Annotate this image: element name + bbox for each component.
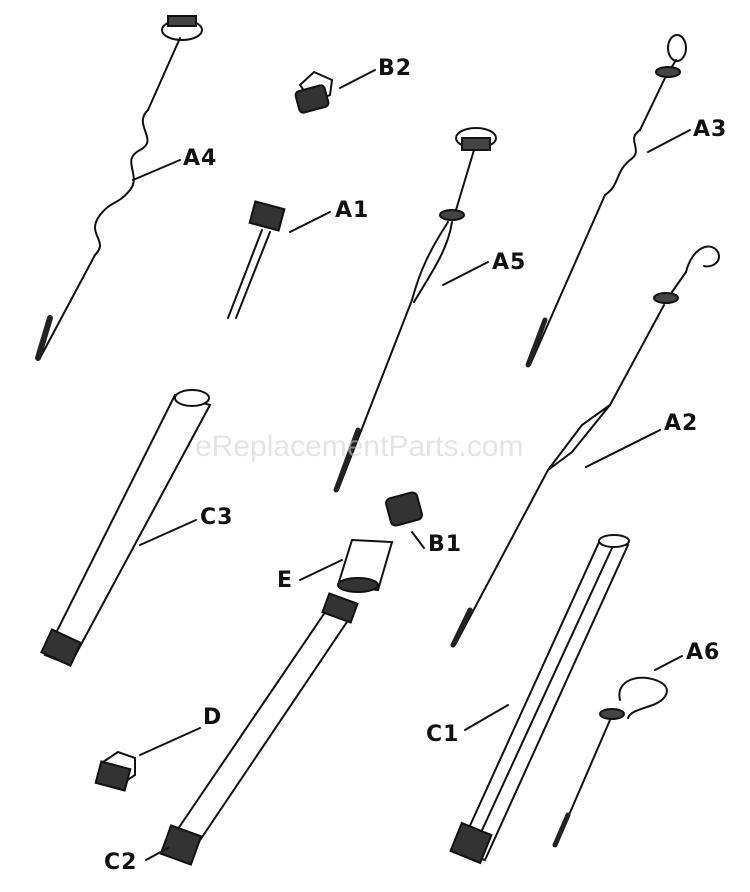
part-a6-dipstick [552, 655, 683, 848]
label-a2: A2 [664, 411, 699, 436]
label-a4: A4 [183, 146, 218, 171]
part-d-bushing [94, 727, 201, 792]
part-c2-tube [145, 592, 359, 866]
watermark: eReplacementParts.com [195, 430, 524, 463]
label-a6: A6 [686, 640, 721, 665]
part-c1-tube [449, 534, 630, 865]
label-a3: A3 [693, 117, 728, 142]
label-c2: C2 [104, 850, 138, 875]
label-c1: C1 [426, 722, 460, 747]
label-b1: B1 [428, 532, 463, 557]
label-e: E [277, 568, 294, 593]
label-a5: A5 [492, 250, 527, 275]
part-a4-dipstick [35, 15, 203, 361]
label-b2: B2 [378, 56, 413, 81]
part-a3-dipstick [525, 34, 691, 368]
part-b1-fitting [385, 491, 425, 549]
label-d: D [203, 705, 223, 730]
part-a2-dipstick [450, 245, 720, 648]
part-c3-tube [40, 389, 212, 667]
part-a5-dipstick [333, 127, 497, 493]
part-e-sleeve [299, 538, 394, 593]
label-a1: A1 [335, 198, 370, 223]
label-c3: C3 [200, 505, 234, 530]
part-b2-plug [294, 69, 376, 114]
part-a1-dipstick [227, 200, 331, 319]
